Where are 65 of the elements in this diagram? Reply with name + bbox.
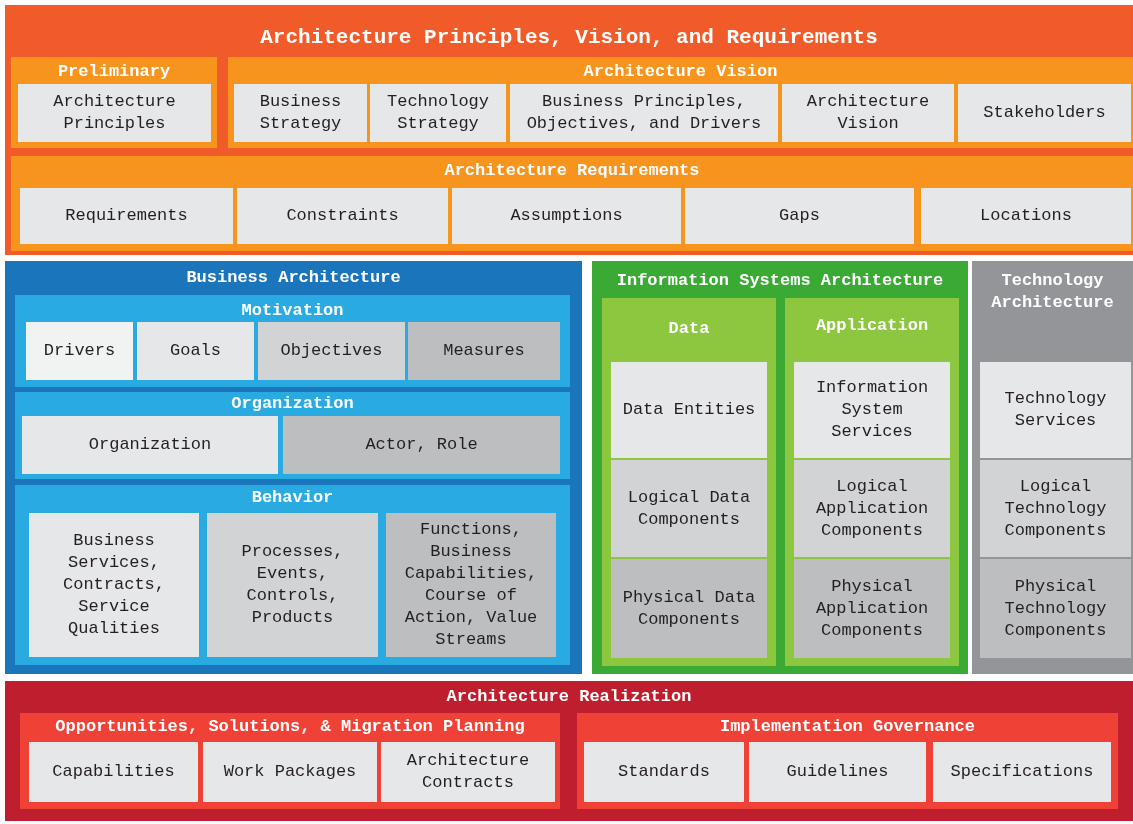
element-tile: Technology Services bbox=[980, 362, 1131, 458]
section-title: Organization bbox=[230, 393, 355, 415]
section-title: Preliminary bbox=[56, 61, 172, 83]
section-panel bbox=[5, 5, 1133, 255]
element-tile: Capabilities bbox=[29, 742, 198, 802]
section-title: Architecture Principles, Vision, and Requirements bbox=[259, 25, 879, 51]
section-title: Technology Architecture bbox=[990, 270, 1115, 314]
section-title: Opportunities, Solutions, & Migration Planning bbox=[54, 716, 526, 738]
section-panel bbox=[228, 57, 1133, 148]
element-tile: Actor, Role bbox=[283, 416, 560, 474]
section-panel bbox=[15, 295, 570, 387]
section-title: Architecture Realization bbox=[445, 686, 693, 708]
element-tile: Physical Data Components bbox=[611, 559, 767, 658]
section-title: Architecture Vision bbox=[582, 61, 779, 83]
element-tile: Architecture Principles bbox=[18, 84, 211, 142]
section-title: Business Architecture bbox=[185, 267, 402, 289]
section-title: Behavior bbox=[250, 487, 335, 509]
section-panel bbox=[785, 298, 959, 666]
element-tile: Logical Data Components bbox=[611, 460, 767, 557]
section-title: Motivation bbox=[240, 300, 345, 322]
section-title: Implementation Governance bbox=[718, 716, 976, 738]
element-tile: Business Strategy bbox=[234, 84, 367, 142]
element-tile: Measures bbox=[408, 322, 560, 380]
section-title: Application bbox=[814, 315, 930, 337]
element-tile: Specifications bbox=[933, 742, 1111, 802]
element-tile: Constraints bbox=[237, 188, 448, 244]
element-tile: Objectives bbox=[258, 322, 405, 380]
element-tile: Requirements bbox=[20, 188, 233, 244]
element-tile: Locations bbox=[921, 188, 1131, 244]
element-tile: Information System Services bbox=[794, 362, 950, 458]
element-tile: Gaps bbox=[685, 188, 914, 244]
element-tile: Standards bbox=[584, 742, 744, 802]
element-tile: Business Principles, Objectives, and Drivers bbox=[510, 84, 778, 142]
section-panel bbox=[20, 713, 560, 809]
section-panel bbox=[972, 261, 1133, 674]
element-tile: Assumptions bbox=[452, 188, 681, 244]
section-panel bbox=[592, 261, 968, 674]
element-tile: Physical Application Components bbox=[794, 559, 950, 658]
element-tile: Business Services, Contracts, Service Qualities bbox=[29, 513, 199, 657]
section-panel bbox=[15, 392, 570, 479]
section-title: Architecture Requirements bbox=[443, 160, 701, 182]
section-panel bbox=[11, 57, 217, 148]
element-tile: Logical Technology Components bbox=[980, 460, 1131, 557]
element-tile: Work Packages bbox=[203, 742, 377, 802]
element-tile: Technology Strategy bbox=[370, 84, 506, 142]
section-panel bbox=[5, 681, 1133, 821]
section-panel bbox=[577, 713, 1118, 809]
section-panel bbox=[11, 156, 1133, 251]
element-tile: Organization bbox=[22, 416, 278, 474]
element-tile: Logical Application Components bbox=[794, 460, 950, 557]
element-tile: Guidelines bbox=[749, 742, 926, 802]
element-tile: Architecture Contracts bbox=[381, 742, 555, 802]
element-tile: Functions, Business Capabilities, Course of Action, Value Streams bbox=[386, 513, 556, 657]
element-tile: Physical Technology Components bbox=[980, 559, 1131, 658]
section-title: Data bbox=[667, 318, 711, 340]
element-tile: Drivers bbox=[26, 322, 133, 380]
section-panel bbox=[602, 298, 776, 666]
element-tile: Data Entities bbox=[611, 362, 767, 458]
section-panel bbox=[15, 485, 570, 665]
element-tile: Stakeholders bbox=[958, 84, 1131, 142]
section-title: Information Systems Architecture bbox=[615, 270, 945, 292]
element-tile: Architecture Vision bbox=[782, 84, 954, 142]
element-tile: Processes, Events, Controls, Products bbox=[207, 513, 378, 657]
section-panel bbox=[5, 261, 582, 674]
element-tile: Goals bbox=[137, 322, 254, 380]
